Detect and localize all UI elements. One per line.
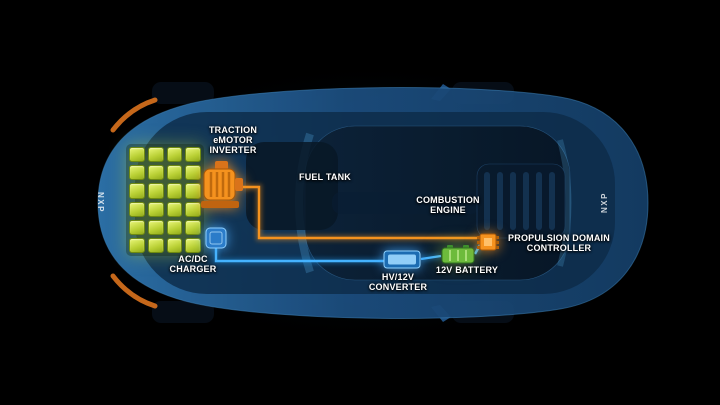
label-line: CONVERTER [368, 282, 428, 292]
center-tunnel [332, 192, 480, 214]
label-line: HV/12V [381, 272, 415, 282]
battery-cell [185, 237, 201, 253]
battery-cell [147, 165, 164, 181]
battery-cell [147, 219, 164, 235]
battery-cell [129, 147, 145, 163]
battery-cell [147, 237, 164, 253]
wheel-rear-left [152, 301, 214, 323]
label-line: 12V BATTERY [435, 265, 499, 275]
battery-cell [166, 201, 183, 217]
battery-cell [185, 201, 201, 217]
label-acdc-charger: AC/DC CHARGER [152, 254, 234, 274]
label-line: PROPULSION DOMAIN [508, 233, 610, 243]
label-line: CONTROLLER [526, 243, 592, 253]
label-line: ENGINE [430, 205, 466, 215]
battery-cell [185, 147, 201, 163]
battery-cell [129, 237, 145, 253]
label-line: INVERTER [209, 145, 257, 155]
light-accent-bottom-icon [110, 273, 158, 309]
rear-window-highlight [557, 139, 572, 267]
battery-cell [166, 237, 183, 253]
battery-cell [129, 201, 145, 217]
label-line: CHARGER [169, 264, 217, 274]
fuel-tank-shape [246, 142, 338, 230]
label-traction-emotor-inverter: TRACTION eMOTOR INVERTER [191, 125, 275, 155]
12v-battery-icon [441, 244, 475, 269]
engine-block-shape [476, 163, 566, 239]
hv-power-line-orange [243, 185, 477, 240]
battery-cell [129, 183, 145, 199]
controller-chip-icon [477, 233, 499, 251]
light-accent-top-icon [110, 97, 158, 133]
label-line: COMBUSTION [416, 195, 480, 205]
battery-cell [185, 183, 201, 199]
battery-cell [147, 201, 164, 217]
battery-icon [441, 245, 475, 264]
label-line: eMOTOR [213, 135, 253, 145]
battery-cell [166, 165, 183, 181]
acdc-charger-icon [205, 227, 227, 254]
motor-icon [201, 161, 243, 208]
nxp-logo-left: NXP [95, 192, 105, 213]
battery-cell [166, 183, 183, 199]
label-12v-battery: 12V BATTERY [425, 265, 509, 275]
battery-cell [147, 147, 164, 163]
battery-cell [129, 165, 145, 181]
nxp-logo-right: NXP [599, 192, 609, 213]
battery-cell [185, 219, 201, 235]
label-propulsion-domain-controller: PROPULSION DOMAIN CONTROLLER [499, 233, 619, 253]
battery-cell [166, 219, 183, 235]
ev-battery-pack [126, 144, 204, 256]
label-combustion-engine: COMBUSTION ENGINE [407, 195, 489, 215]
label-hv12v-converter: HV/12V CONVERTER [357, 272, 439, 292]
label-fuel-tank: FUEL TANK [285, 172, 365, 182]
label-line: FUEL TANK [299, 172, 351, 182]
label-line: AC/DC [178, 254, 208, 264]
battery-cell [166, 147, 183, 163]
battery-cell [147, 183, 164, 199]
propulsion-domain-controller-icon [477, 231, 499, 258]
emotor-inverter-icon [200, 160, 244, 217]
converter-icon [383, 250, 421, 269]
label-line: TRACTION [208, 125, 258, 135]
wheel-front-left [152, 82, 214, 104]
charger-icon [205, 227, 227, 249]
hv12v-converter-icon [383, 250, 421, 274]
battery-cell [185, 165, 201, 181]
battery-cell [129, 219, 145, 235]
